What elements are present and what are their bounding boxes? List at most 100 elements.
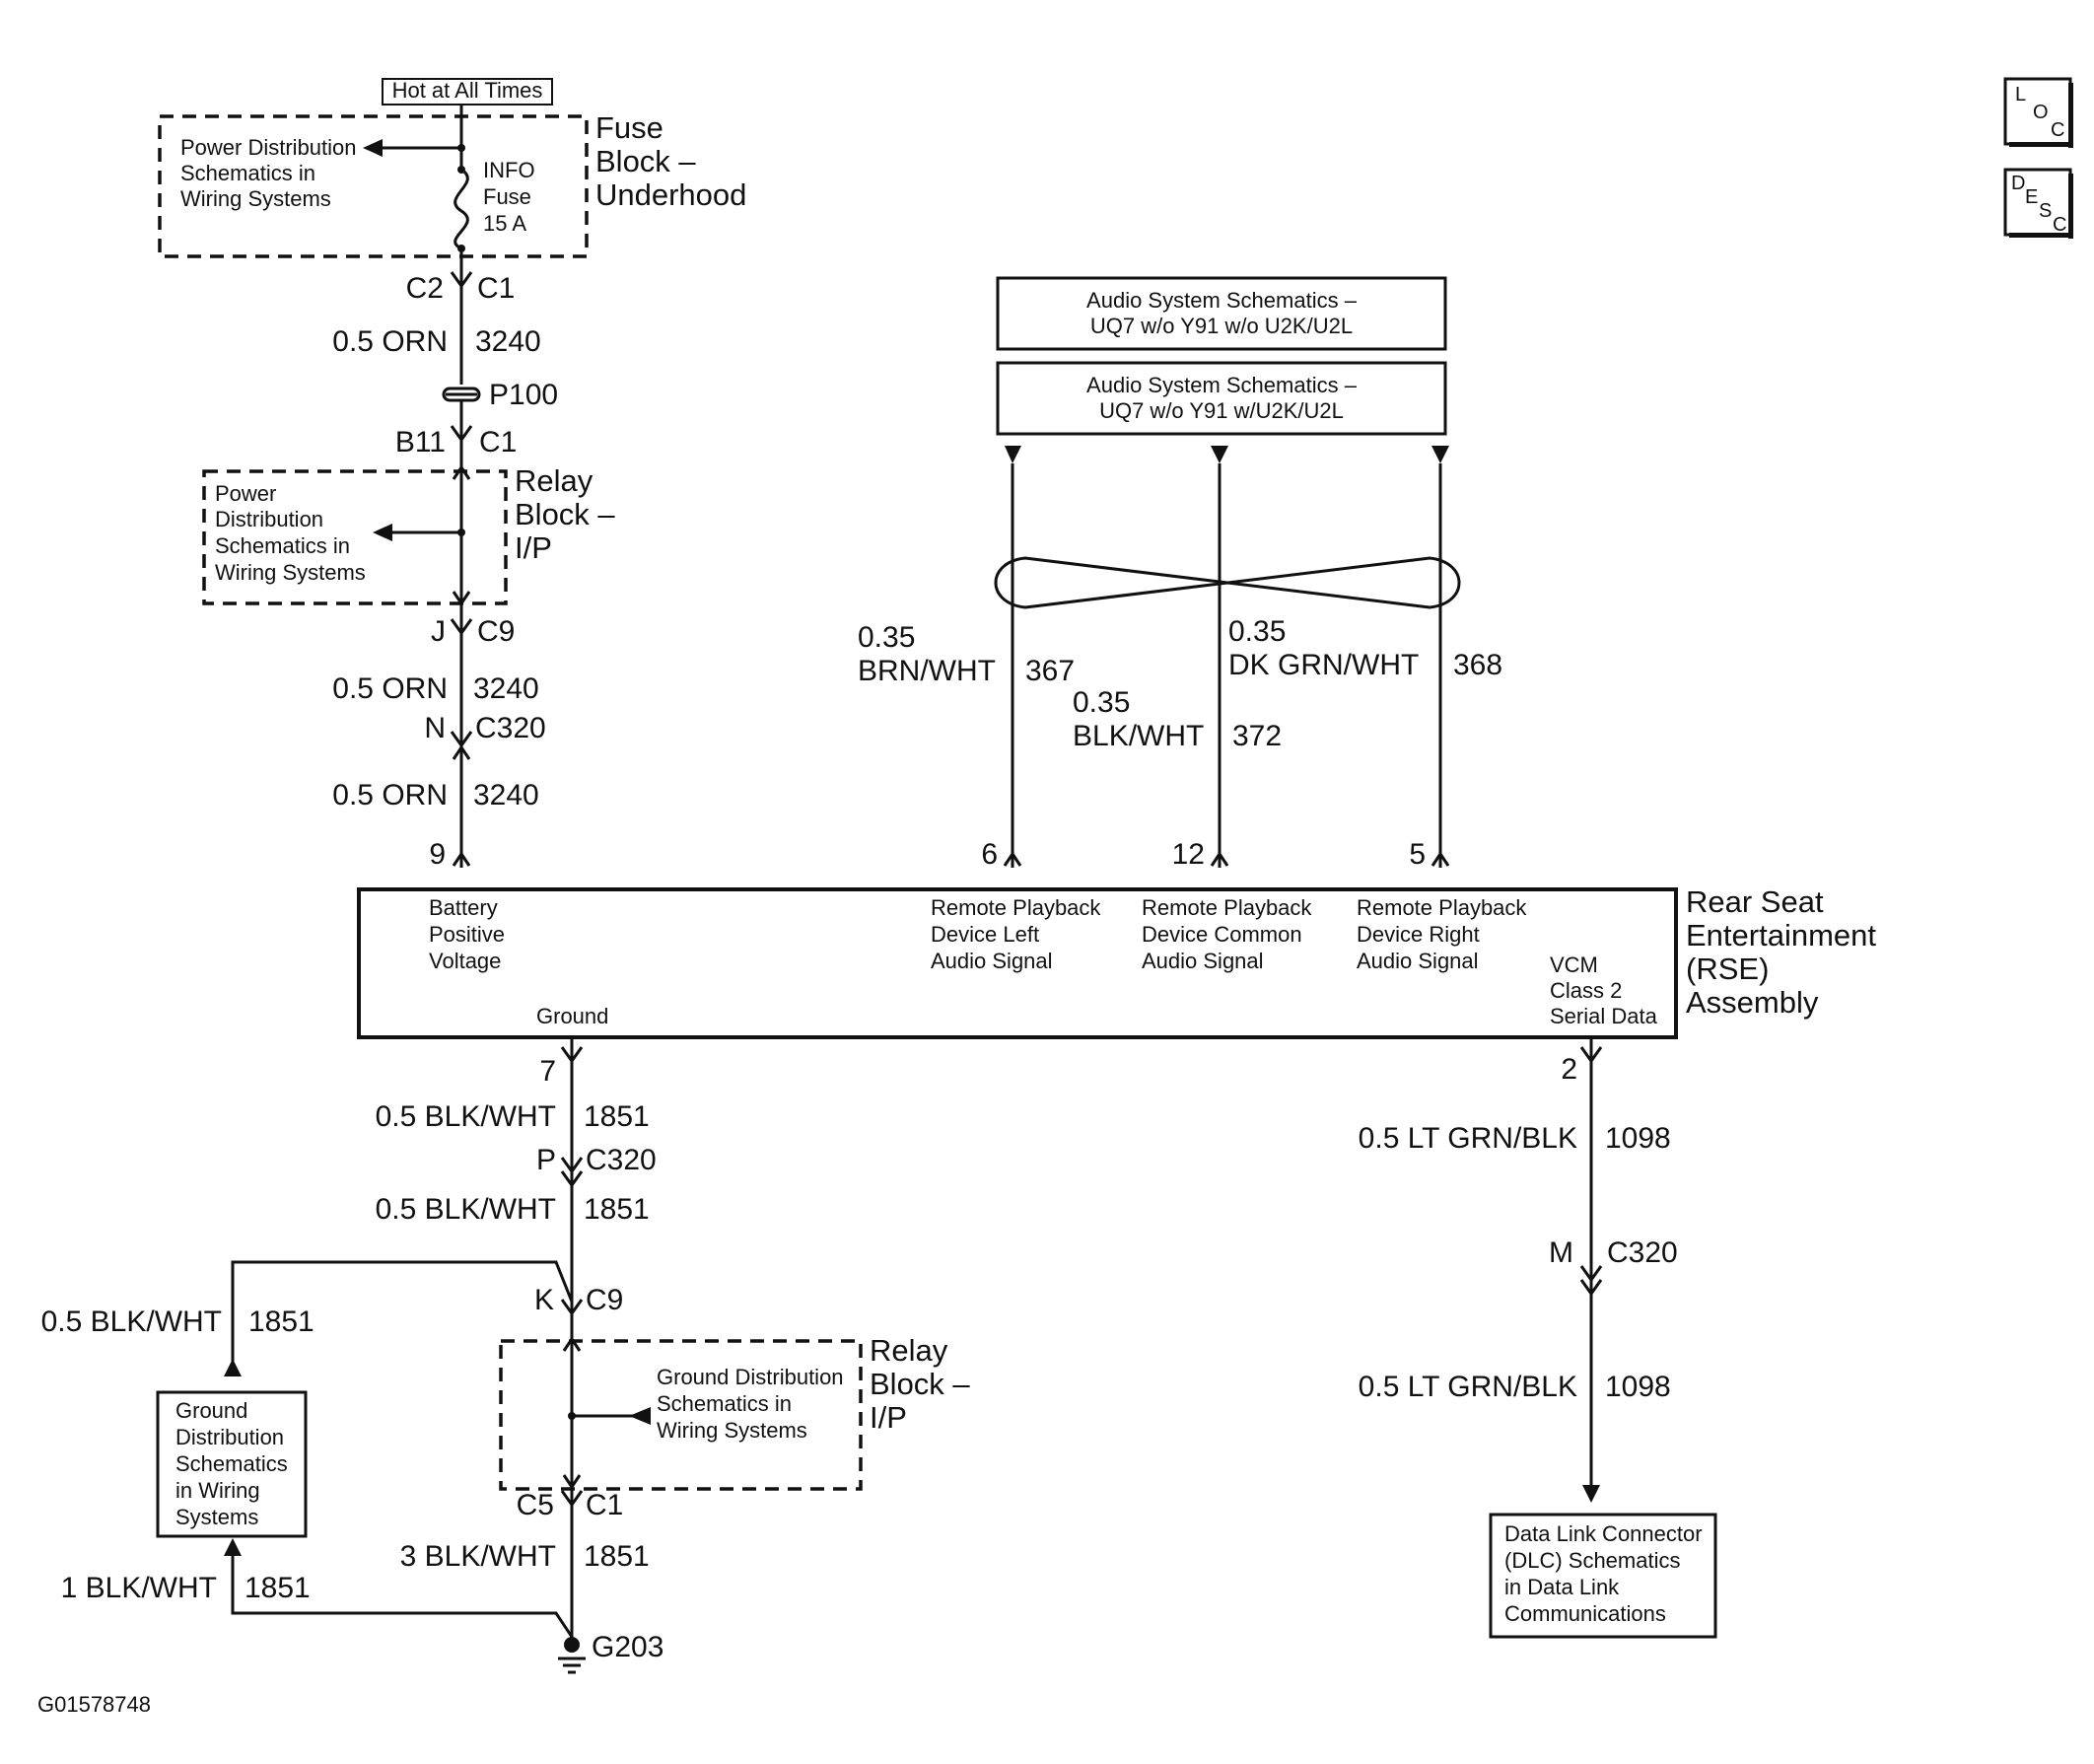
svg-text:C: C (2053, 214, 2066, 236)
circuit-1098-b: 1098 (1605, 1371, 1671, 1403)
pin-6: 6 (981, 838, 998, 871)
relay2-top-arrow (562, 1336, 582, 1352)
svg-text:S: S (2039, 200, 2052, 222)
relay-label-1: Relay (515, 463, 593, 498)
fuse-block-underhood-box (158, 114, 589, 258)
audio-common-arrow (1211, 446, 1228, 463)
circuit-372: 372 (1232, 720, 1282, 752)
pin-m: M (1549, 1236, 1573, 1269)
rr-label-2: Device Right (1357, 922, 1480, 947)
pin-j: J (431, 615, 446, 648)
ground-label: Ground (536, 1004, 608, 1028)
pds-relay-label-3: Schematics in (215, 533, 350, 558)
rc-label-2: Device Common (1142, 922, 1302, 947)
relay2-bottom-arrow (562, 1474, 582, 1490)
pds-relay-label-1: Power (215, 481, 276, 506)
svg-text:C: C (2051, 119, 2064, 141)
pin-c1-b: C1 (479, 426, 517, 459)
pin-12-arrow (1210, 851, 1229, 867)
vcm-label-3: Serial Data (1550, 1004, 1658, 1028)
gds-left-label-1: Ground (175, 1398, 247, 1423)
rse-label-2: Entertainment (1686, 918, 1876, 953)
relay-label-2: Block – (515, 497, 615, 531)
gds-left-box (156, 1390, 308, 1538)
relay-junction-dot (457, 529, 465, 536)
pin-c9-b: C9 (586, 1284, 623, 1316)
rl-label-1: Remote Playback (931, 895, 1101, 920)
pin-c1-c: C1 (586, 1489, 623, 1521)
relay2-label-3: I/P (870, 1400, 907, 1435)
pds-relay-label-2: Distribution (215, 507, 323, 531)
wire-spec-blkwht-a: 0.5 BLK/WHT (376, 1100, 556, 1133)
figure-id: G01578748 (37, 1692, 151, 1717)
wire-spec-dkgrn-1: 0.35 (1228, 615, 1286, 648)
pin-c9-a: C9 (477, 615, 515, 648)
fuse-name-1: INFO (483, 158, 535, 182)
desc-icon[interactable]: D E S C (2003, 168, 2073, 239)
connector-c9-b (560, 1299, 584, 1316)
audio-right-arrow (1431, 446, 1449, 463)
circuit-367: 367 (1025, 655, 1075, 687)
audio-schematics-box-1 (996, 276, 1447, 351)
bpv-label-2: Positive (429, 922, 505, 947)
vcm-label-1: VCM (1550, 953, 1598, 977)
svg-text:L: L (2015, 84, 2026, 106)
pin-9-arrow (452, 851, 471, 867)
gds-left-arrow-top (224, 1359, 242, 1376)
wire-spec-blkwht-c: 0.5 BLK/WHT (41, 1305, 222, 1338)
wire-spec-dkgrn-2: DK GRN/WHT (1228, 649, 1419, 681)
connector-c1-a (450, 271, 473, 289)
pin-6-arrow (1003, 851, 1022, 867)
circuit-368: 368 (1453, 649, 1502, 681)
audio2-label-1: Audio System Schematics – (1086, 373, 1358, 397)
wire-spec-brn-2: BRN/WHT (858, 655, 996, 687)
wire-1851-branch (231, 1260, 574, 1373)
dlc-label-1: Data Link Connector (1504, 1521, 1703, 1546)
relay-block-ip-box-bottom (499, 1339, 863, 1491)
wire-spec-ltgrn-a: 0.5 LT GRN/BLK (1359, 1122, 1577, 1155)
pin-c320-b: C320 (586, 1144, 657, 1176)
rse-label-3: (RSE) (1686, 952, 1769, 986)
circuit-1098-a: 1098 (1605, 1122, 1671, 1155)
pds-top-label-3: Wiring Systems (180, 186, 331, 211)
loc-icon[interactable]: L O C (2003, 77, 2073, 148)
pds-relay-arrow (373, 524, 392, 541)
gds-relay-label-3: Wiring Systems (657, 1418, 807, 1443)
circuit-1851-b: 1851 (584, 1193, 650, 1226)
rl-label-2: Device Left (931, 922, 1039, 947)
pds-top-label-1: Power Distribution (180, 135, 357, 160)
gds-left-label-2: Distribution (175, 1425, 284, 1449)
connector-c320-b-top (560, 1157, 584, 1174)
audio2-label-2: UQ7 w/o Y91 w/U2K/U2L (1099, 398, 1344, 423)
pin-2: 2 (1561, 1053, 1577, 1086)
circuit-1851-d: 1851 (584, 1540, 650, 1573)
wire-spec-brn-1: 0.35 (858, 621, 915, 654)
pin-p: P (536, 1144, 556, 1176)
p100-label: P100 (489, 379, 558, 411)
circuit-1851-c: 1851 (248, 1305, 314, 1338)
fuse-symbol (454, 168, 469, 250)
gds-relay-arrow (629, 1407, 651, 1425)
gds-left-label-3: Schematics (175, 1451, 288, 1476)
g203-splice-dot (564, 1637, 580, 1653)
fuse-name-2: Fuse (483, 184, 531, 209)
gds-left-arrow-bottom (224, 1538, 242, 1556)
gds-left-label-4: in Wiring (175, 1478, 260, 1503)
connector-c1-b (450, 425, 473, 443)
pin-7-connector (560, 1046, 584, 1064)
fuse-block-label-1: Fuse (595, 110, 663, 145)
audio1-label-2: UQ7 w/o Y91 w/o U2K/U2L (1090, 314, 1353, 338)
audio-left-arrow (1005, 446, 1021, 463)
dlc-arrow (1582, 1485, 1600, 1503)
gds-left-label-5: Systems (175, 1505, 258, 1529)
pin-k: K (534, 1284, 554, 1316)
relay2-label-1: Relay (870, 1333, 948, 1368)
pin-5-arrow (1431, 851, 1450, 867)
wire-spec-blk-1: 0.35 (1073, 686, 1130, 719)
rse-label-1: Rear Seat (1686, 884, 1824, 919)
dlc-box (1489, 1513, 1717, 1639)
fuse-junction-dot (457, 144, 465, 152)
circuit-3240-b: 3240 (473, 672, 539, 705)
gds-relay-label-1: Ground Distribution (657, 1365, 844, 1389)
